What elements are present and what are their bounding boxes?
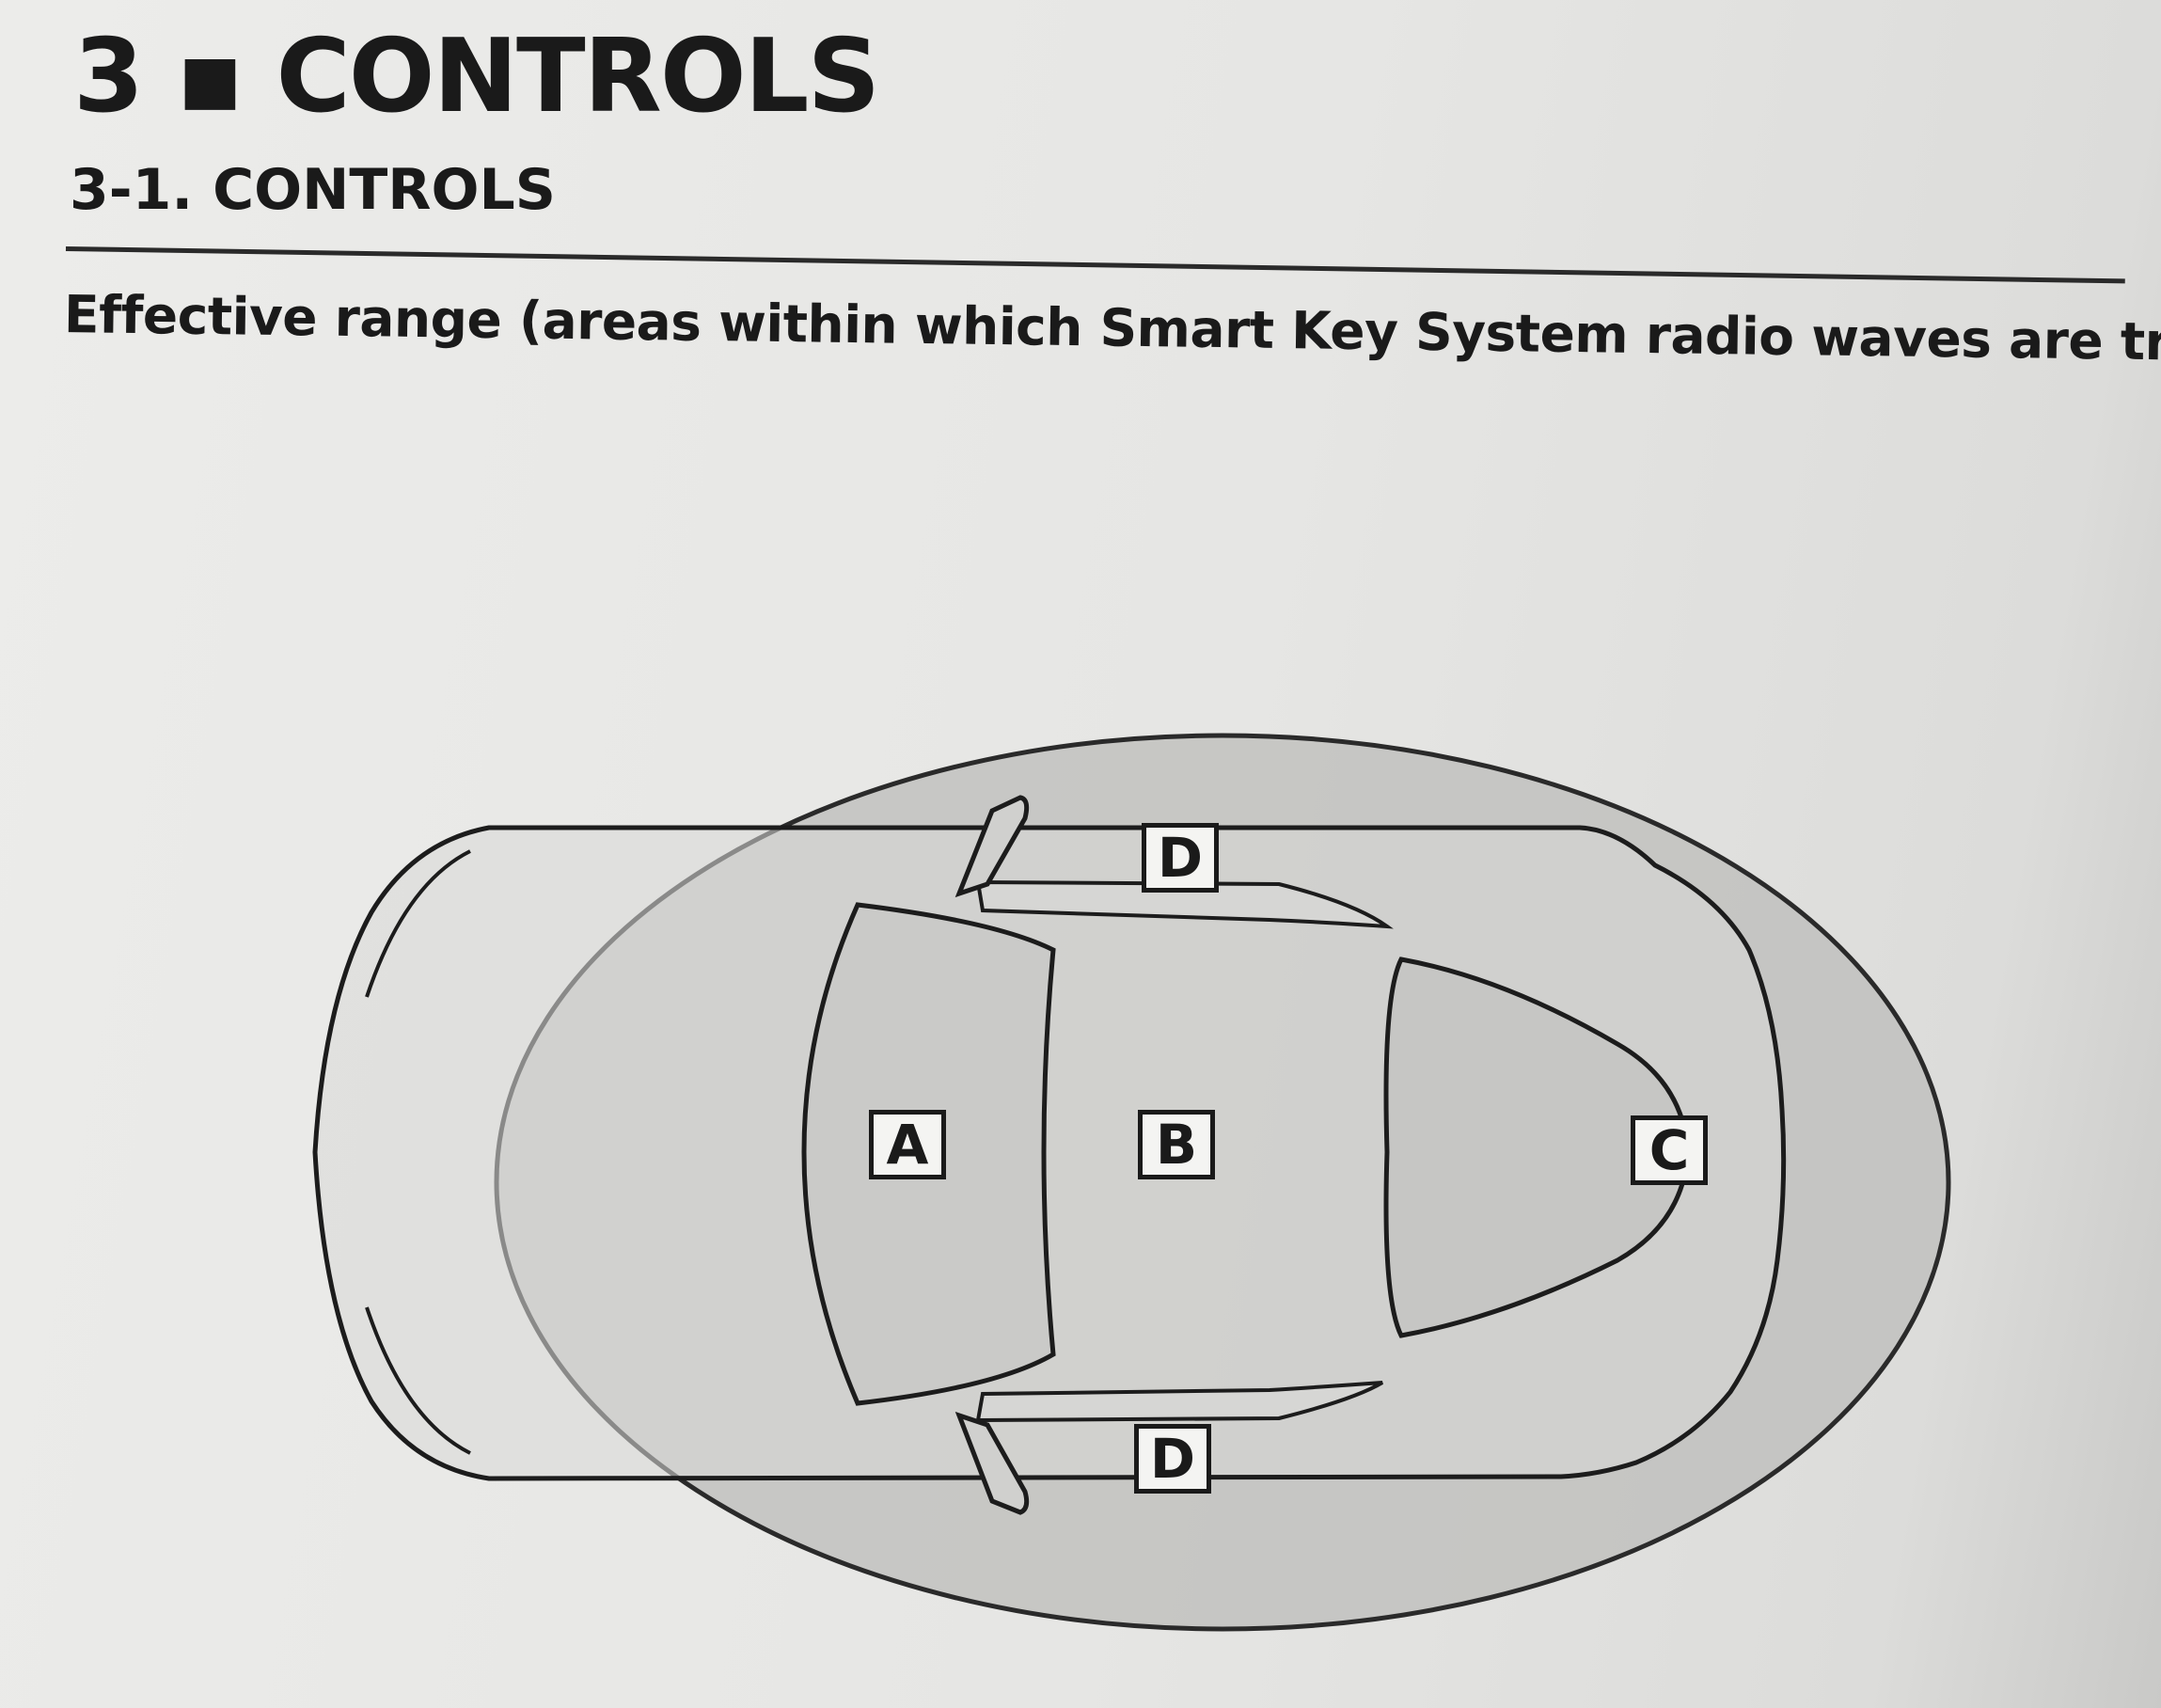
zone-label-d-left: D <box>1142 823 1219 893</box>
headlight-right-line <box>365 1306 471 1455</box>
section-title: 3-1. CONTROLS <box>70 157 556 223</box>
rear-window <box>1383 957 1691 1338</box>
zone-label-b: B <box>1138 1110 1215 1179</box>
zone-label-c: C <box>1631 1115 1708 1185</box>
zone-label-d-right: D <box>1134 1424 1211 1494</box>
side-mirror-right <box>954 1411 1030 1515</box>
chapter-title: 3 ▪ CONTROLS <box>73 18 880 135</box>
side-window-right <box>975 1381 1384 1423</box>
side-window-left <box>975 879 1394 929</box>
zone-label-a: A <box>869 1110 946 1179</box>
side-mirror-left <box>954 795 1030 898</box>
headlight-left-line <box>365 849 471 998</box>
